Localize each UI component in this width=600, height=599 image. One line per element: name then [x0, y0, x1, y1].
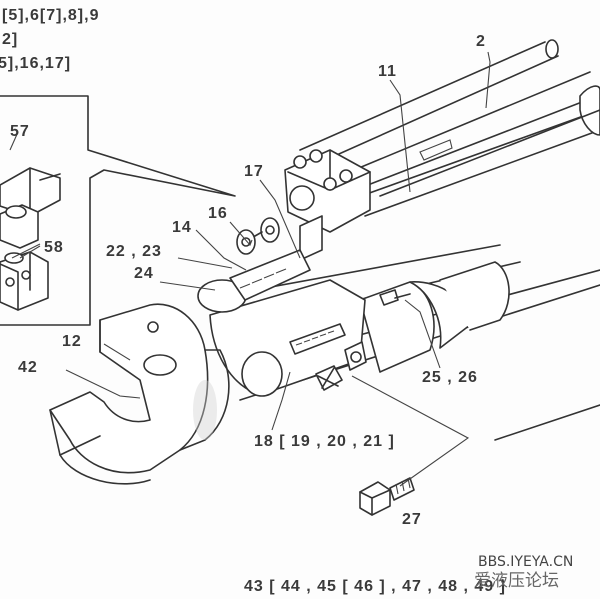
watermark-url: BBS.IYEYA.CN: [478, 554, 573, 570]
callout-42: 42: [18, 359, 38, 376]
callout-24: 24: [134, 265, 154, 282]
clamp-block: [284, 149, 371, 261]
callout-22-23: 22 , 23: [106, 243, 162, 260]
callout-12: 12: [62, 333, 82, 350]
callout-18: 18 [ 19 , 20 , 21 ]: [254, 433, 395, 450]
leader-lines: [11, 51, 491, 487]
cylinder-body: [197, 217, 600, 441]
watermark-name: 爱液压论坛: [474, 571, 559, 591]
header-line-2: 2]: [2, 31, 18, 48]
rod-head: [49, 303, 230, 485]
callout-2: 2: [476, 33, 486, 50]
header-line-3: 5],16,17]: [0, 55, 71, 72]
callout-17: 17: [244, 163, 264, 180]
callout-25-26: 25 , 26: [422, 369, 478, 386]
piston-rod-assembly: [299, 39, 600, 217]
callout-11: 11: [378, 63, 397, 80]
callout-43: 43 [ 44 , 45 [ 46 ] , 47 , 48 , 49 ]: [244, 578, 506, 595]
header-line-1: [5],6[7],8],9: [2, 7, 99, 24]
callout-14: 14: [172, 219, 192, 236]
inset-detail: [0, 95, 236, 326]
callout-57: 57: [10, 123, 30, 140]
callout-58: 58: [44, 239, 64, 256]
callout-27: 27: [402, 511, 422, 528]
bolt-27: [359, 477, 415, 516]
callout-16: 16: [208, 205, 228, 222]
